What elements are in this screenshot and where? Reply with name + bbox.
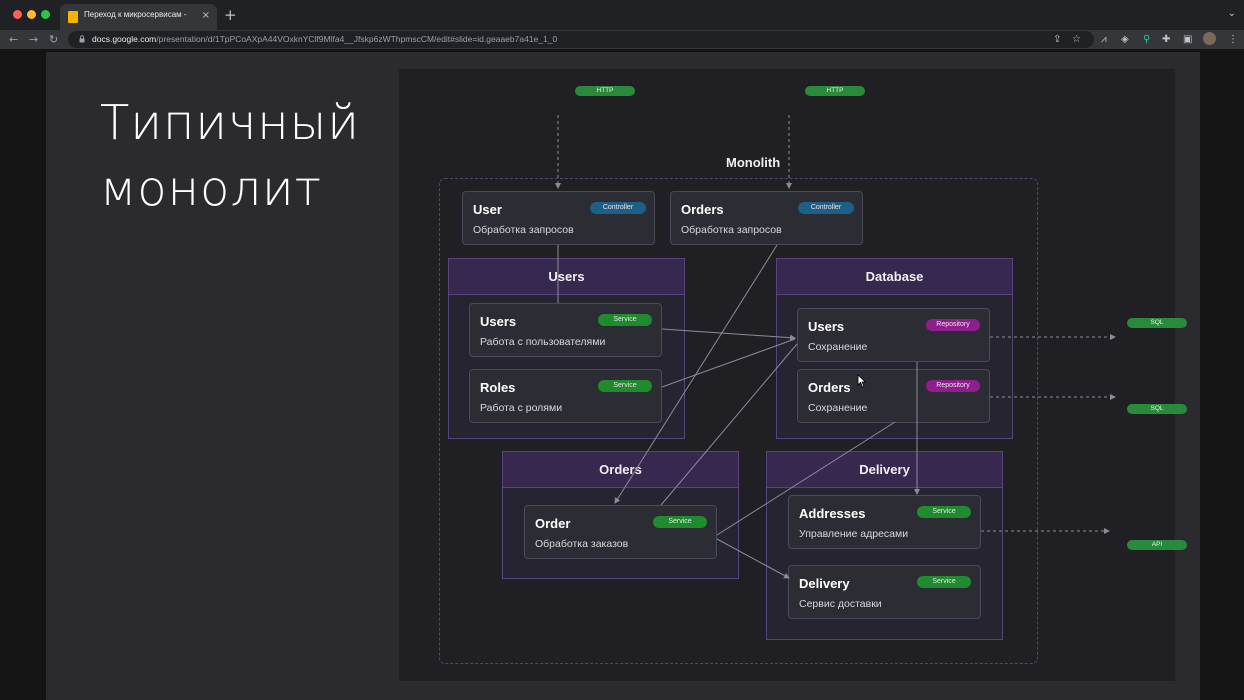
service-badge: Service xyxy=(653,516,707,528)
slide: Типичный монолит Monolith Users Database… xyxy=(46,52,1200,700)
roles-service-to-users-repository xyxy=(661,338,796,388)
browser-toolbar: ← → ↻ docs.google.com/presentation/d/1Tp… xyxy=(0,30,1244,49)
card-subtitle: Управление адресами xyxy=(799,528,909,540)
http-left-pill: HTTP xyxy=(575,86,635,96)
puzzle-icon[interactable]: ✚ xyxy=(1162,34,1171,45)
tab-title: Переход к микросервисам - xyxy=(84,10,187,19)
card-title: Orders xyxy=(808,380,851,395)
extension-icon-1[interactable]: ◈ xyxy=(1121,34,1129,45)
close-window-button[interactable] xyxy=(13,10,22,19)
order-service-to-users-repository xyxy=(660,343,798,506)
browser-tab[interactable]: Переход к микросервисам - × xyxy=(60,4,217,30)
extension-icon-2[interactable]: ⚲ xyxy=(1143,34,1151,45)
card-subtitle: Работа с пользователями xyxy=(480,336,606,348)
service-badge: Service xyxy=(598,314,652,326)
users-service-to-users-repository xyxy=(661,328,796,341)
sql-bottom-pill: SQL xyxy=(1127,404,1187,414)
roles-service-card: Roles Service Работа с ролями xyxy=(469,369,662,423)
card-title: Addresses xyxy=(799,506,866,521)
card-subtitle: Сохранение xyxy=(808,341,868,353)
orders-group-title: Orders xyxy=(503,452,738,488)
card-subtitle: Обработка запросов xyxy=(681,224,782,236)
orders-controller-card: Orders Controller Обработка запросов xyxy=(670,191,863,245)
user-controller-card: User Controller Обработка запросов xyxy=(462,191,655,245)
controller-badge: Controller xyxy=(798,202,854,214)
share-icon[interactable]: ⇪ xyxy=(1053,34,1062,45)
mouse-cursor-icon xyxy=(857,374,867,388)
menu-icon[interactable]: ⋮ xyxy=(1228,34,1238,45)
card-title: Order xyxy=(535,516,571,531)
card-subtitle: Обработка заказов xyxy=(535,538,629,550)
service-badge: Service xyxy=(598,380,652,392)
forward-button[interactable]: → xyxy=(29,33,39,46)
delivery-group-title: Delivery xyxy=(767,452,1002,488)
repository-badge: Repository xyxy=(926,319,980,331)
users-group-title: Users xyxy=(449,259,684,295)
zoom-window-button[interactable] xyxy=(41,10,50,19)
back-button[interactable]: ← xyxy=(9,33,19,46)
monolith-boundary xyxy=(439,178,1038,664)
delivery-service-card: Delivery Service Сервис доставки xyxy=(788,565,981,619)
url-host: docs.google.com xyxy=(92,34,157,44)
users-repository-card: Users Repository Сохранение xyxy=(797,308,990,362)
slide-title-line-2: монолит xyxy=(100,161,322,217)
orders-controller-to-order-service xyxy=(614,244,778,504)
reload-button[interactable]: ↻ xyxy=(49,33,59,46)
order-service-to-delivery-service xyxy=(716,538,790,579)
slide-title: Типичный монолит xyxy=(100,90,360,222)
addresses-service-card: Addresses Service Управление адресами xyxy=(788,495,981,549)
card-subtitle: Сервис доставки xyxy=(799,598,882,610)
card-title: Orders xyxy=(681,202,724,217)
tab-strip: Переход к микросервисам - × + ⌄ xyxy=(0,0,1244,30)
star-icon[interactable]: ☆ xyxy=(1072,34,1081,45)
database-group-title: Database xyxy=(777,259,1012,295)
card-title: Users xyxy=(480,314,517,329)
slide-title-line-1: Типичный xyxy=(100,95,361,151)
address-bar[interactable]: docs.google.com/presentation/d/1TpPCoAXp… xyxy=(68,31,1094,48)
monolith-label: Monolith xyxy=(726,155,781,170)
users-service-card: Users Service Работа с пользователями xyxy=(469,303,662,357)
service-badge: Service xyxy=(917,506,971,518)
lock-icon xyxy=(79,35,85,43)
api-pill: API xyxy=(1127,540,1187,550)
card-subtitle: Обработка запросов xyxy=(473,224,574,236)
card-title: Users xyxy=(808,319,845,334)
url-path: /presentation/d/1TpPCoAXpA44VOxknYClf9Ml… xyxy=(156,34,558,44)
tab-search-chevron-icon[interactable]: ⌄ xyxy=(1227,8,1236,19)
avatar[interactable] xyxy=(1203,32,1216,45)
order-service-to-orders-repository xyxy=(716,421,896,536)
url-text[interactable]: docs.google.com/presentation/d/1TpPCoAXp… xyxy=(92,34,557,44)
card-subtitle: Работа с ролями xyxy=(480,402,563,414)
card-title: User xyxy=(473,202,502,217)
architecture-diagram: Monolith Users Database Orders Delivery … xyxy=(399,69,1187,681)
controller-badge: Controller xyxy=(590,202,646,214)
tab-close-icon[interactable]: × xyxy=(201,10,210,21)
order-service-card: Order Service Обработка заказов xyxy=(524,505,717,559)
http-right-pill: HTTP xyxy=(805,86,865,96)
minimize-window-button[interactable] xyxy=(27,10,36,19)
card-subtitle: Сохранение xyxy=(808,402,868,414)
slides-favicon-icon xyxy=(68,11,78,23)
new-tab-button[interactable]: + xyxy=(224,6,237,24)
service-badge: Service xyxy=(917,576,971,588)
diagram-connectors xyxy=(555,115,1116,579)
card-title: Roles xyxy=(480,380,516,395)
sql-top-pill: SQL xyxy=(1127,318,1187,328)
repository-badge: Repository xyxy=(926,380,980,392)
translate-icon[interactable]: ⩘ xyxy=(1101,34,1107,45)
card-title: Delivery xyxy=(799,576,850,591)
sidepanel-icon[interactable]: ▣ xyxy=(1183,34,1193,45)
